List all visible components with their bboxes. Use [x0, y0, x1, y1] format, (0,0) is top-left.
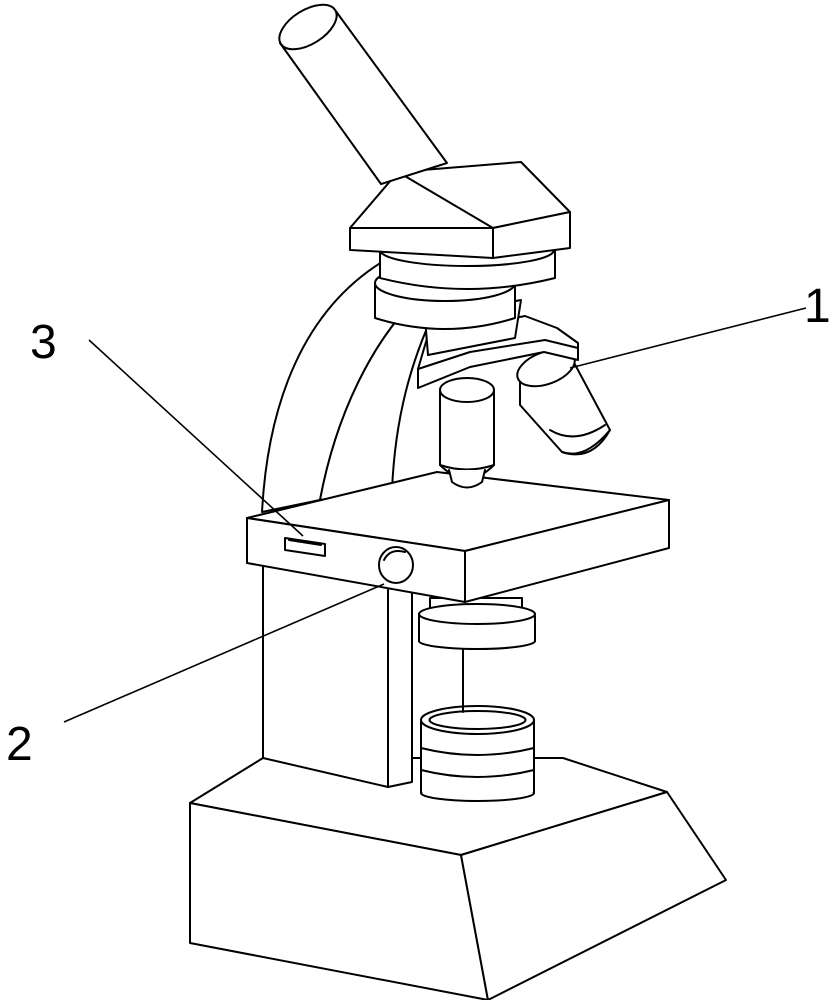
base-left-face [189, 802, 489, 1000]
leader-1 [569, 307, 807, 369]
callouts: 1 2 3 [6, 280, 831, 771]
head-right [492, 211, 571, 259]
head [349, 161, 571, 259]
callout-2: 2 [6, 718, 33, 771]
leaders [63, 307, 807, 723]
pillar [262, 562, 413, 788]
condenser [418, 597, 536, 713]
callout-1: 1 [804, 280, 831, 333]
callout-3: 3 [30, 316, 57, 369]
objectives [439, 348, 611, 489]
stage-slot [284, 537, 326, 557]
lamp-inner-ring [428, 710, 527, 730]
head-left [349, 227, 494, 259]
stage [246, 471, 670, 603]
base-right-face [460, 791, 727, 1000]
eyepiece-top [278, 3, 338, 51]
eyepiece [278, 3, 448, 185]
pillar-right-face [387, 586, 413, 788]
base [189, 757, 727, 1000]
lamp [420, 705, 535, 802]
leader-2 [63, 583, 385, 723]
leader-3 [88, 339, 304, 537]
stage-knob [378, 546, 414, 584]
stage-right [464, 499, 670, 603]
pillar-left-face [262, 562, 389, 788]
